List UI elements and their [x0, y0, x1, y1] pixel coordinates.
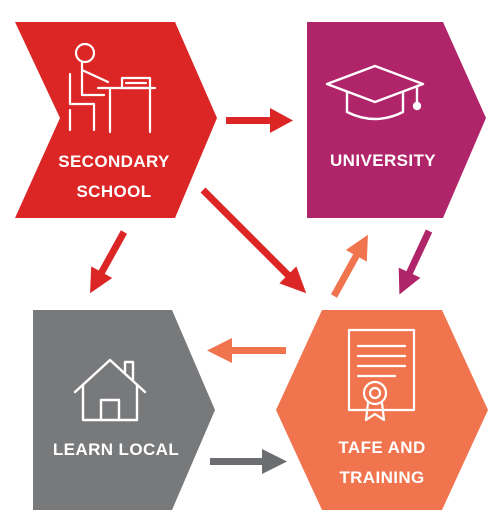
- university-label-line1: UNIVERSITY: [329, 151, 437, 170]
- arrow-secondary-to-learn-local: [90, 230, 128, 294]
- arrow-secondary-to-university: [226, 108, 293, 133]
- learn-local-shape: [33, 310, 215, 510]
- arrow-tafe-to-university: [330, 234, 368, 298]
- graduation-cap-icon: [325, 64, 425, 121]
- house-icon: [73, 358, 147, 422]
- certificate-icon: [347, 328, 416, 422]
- secondary-school-label: SECONDARY SCHOOL: [26, 147, 202, 207]
- learn-local-label: LEARN LOCAL: [33, 435, 199, 465]
- learn-local-label-line1: LEARN LOCAL: [52, 440, 180, 459]
- tafe-training-label-line2: TRAINING: [339, 468, 425, 487]
- arrow-secondary-to-tafe: [200, 187, 307, 294]
- secondary-school-shape: [15, 22, 217, 218]
- arrow-learn-local-to-tafe: [210, 449, 287, 474]
- arrow-tafe-to-learn-local: [207, 338, 286, 363]
- secondary-school-label-line2: SCHOOL: [76, 182, 152, 201]
- secondary-school-label-line1: SECONDARY: [58, 152, 170, 171]
- tafe-training-label-line1: TAFE AND: [338, 438, 426, 457]
- university-label: UNIVERSITY: [308, 146, 458, 176]
- tafe-training-label: TAFE AND TRAINING: [304, 433, 460, 493]
- university-shape: [307, 22, 486, 218]
- arrow-university-to-tafe: [398, 229, 433, 295]
- student-at-desk-icon: [68, 42, 157, 134]
